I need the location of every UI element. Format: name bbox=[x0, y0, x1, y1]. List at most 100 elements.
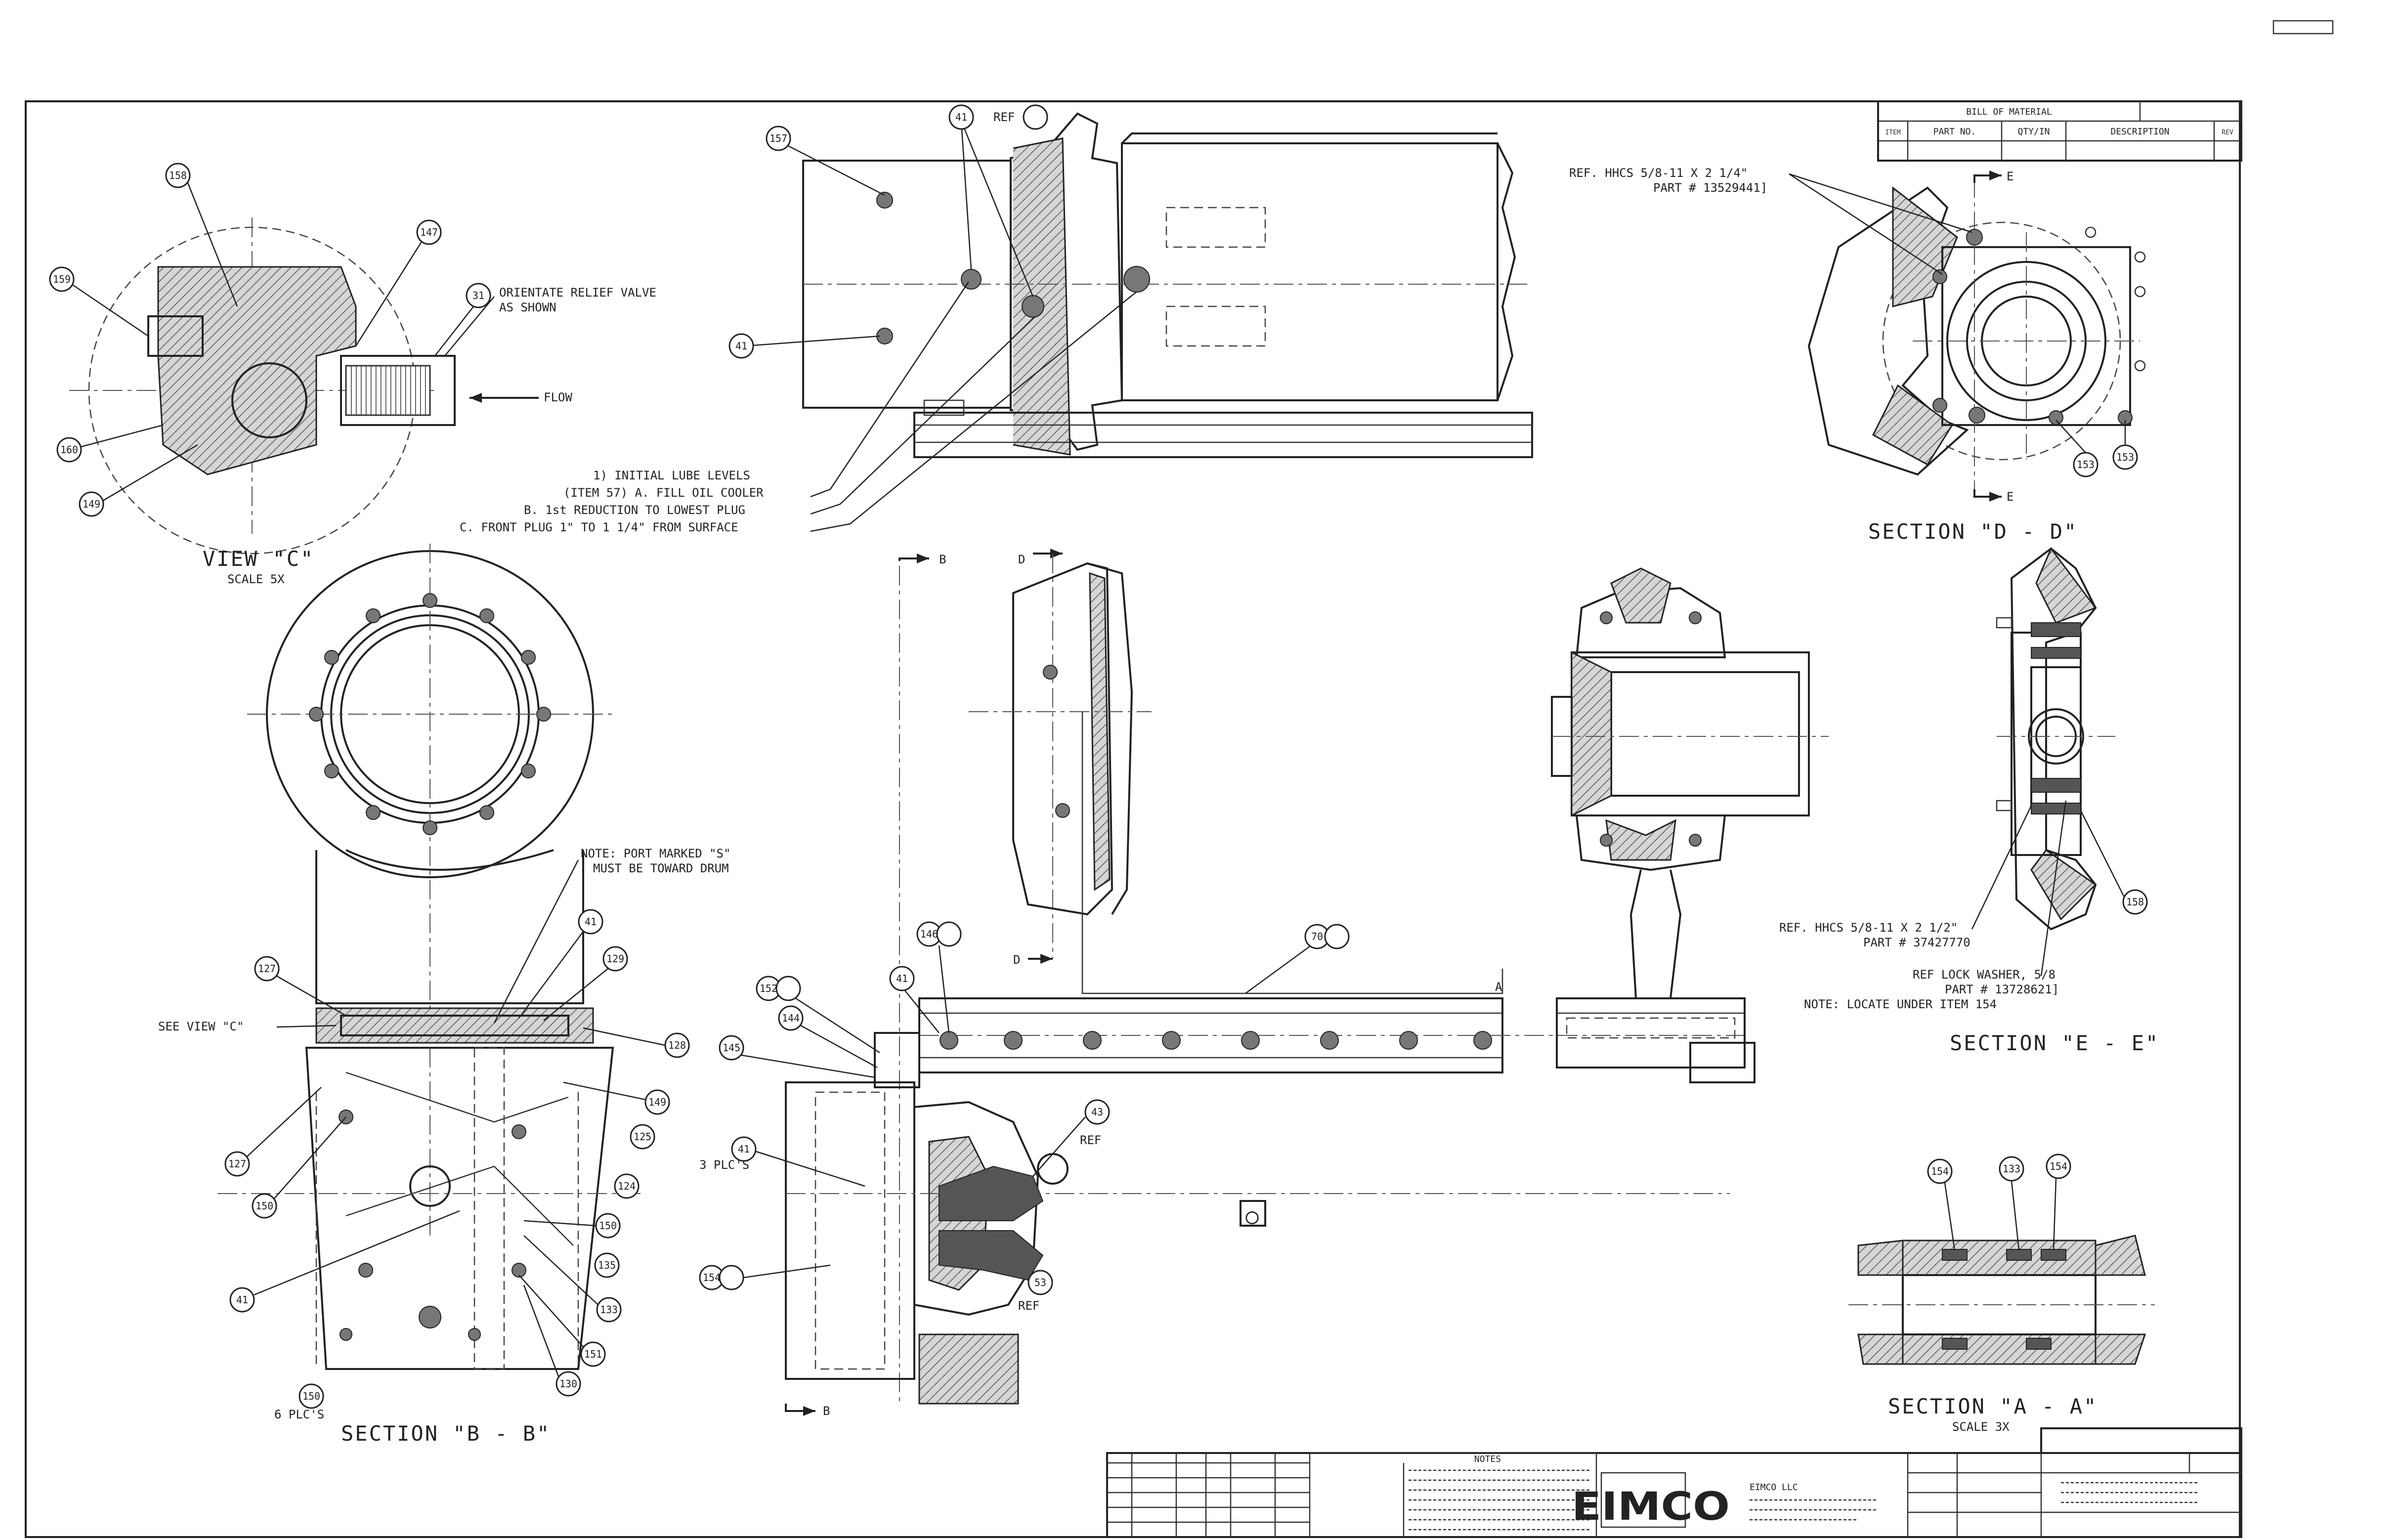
arm-bolts bbox=[940, 1031, 1492, 1050]
see-view-c: SEE VIEW "C" bbox=[158, 1020, 244, 1033]
drawing-border bbox=[25, 100, 2241, 1538]
svg-text:ITEM: ITEM bbox=[1885, 129, 1900, 136]
svg-text:D: D bbox=[1013, 953, 1020, 967]
svg-text:B: B bbox=[823, 1404, 830, 1418]
section-e-title: SECTION "E - E" bbox=[1950, 1031, 2159, 1055]
svg-text:41: 41 bbox=[955, 111, 967, 123]
bill-of-material: BILL OF MATERIAL ITEM PART NO. QTY/IN DE… bbox=[1877, 100, 2242, 162]
svg-text:150: 150 bbox=[256, 1200, 273, 1212]
svg-text:153: 153 bbox=[2077, 459, 2095, 471]
svg-text:146: 146 bbox=[920, 928, 938, 940]
section-a-a: 154 133 154 SECTION "A - A" SCALE 3X bbox=[1848, 1154, 2155, 1434]
lube-notes: 1) INITIAL LUBE LEVELS (ITEM 57) A. FILL… bbox=[460, 469, 764, 534]
svg-text:160: 160 bbox=[60, 444, 78, 456]
datum-symbol: ◯ bbox=[1245, 1204, 1260, 1228]
svg-text:53: 53 bbox=[1034, 1277, 1046, 1288]
svg-text:REF LOCK WASHER, 5/8: REF LOCK WASHER, 5/8 bbox=[1913, 968, 2055, 982]
svg-text:133: 133 bbox=[600, 1304, 618, 1316]
svg-text:158: 158 bbox=[2126, 896, 2144, 908]
title-block: NOTES EIMCO EIMCO LLC bbox=[1106, 1427, 2242, 1538]
svg-text:MUST BE TOWARD DRUM: MUST BE TOWARD DRUM bbox=[593, 861, 729, 875]
svg-text:127: 127 bbox=[258, 963, 276, 975]
svg-text:158: 158 bbox=[169, 170, 187, 181]
svg-text:153: 153 bbox=[2116, 451, 2134, 463]
section-b-b: NOTE: PORT MARKED "S" MUST BE TOWARD DRU… bbox=[158, 544, 730, 1446]
section-a-title: SECTION "A - A" bbox=[1888, 1394, 2098, 1418]
svg-text:REF: REF bbox=[1018, 1299, 1039, 1313]
svg-text:151: 151 bbox=[584, 1348, 602, 1360]
svg-text:A: A bbox=[1495, 980, 1502, 994]
svg-text:125: 125 bbox=[634, 1131, 651, 1143]
company-name: EIMCO LLC bbox=[1750, 1482, 1798, 1493]
svg-text:150: 150 bbox=[302, 1390, 320, 1402]
view-c-scale: SCALE 5X bbox=[227, 572, 285, 586]
svg-text:43: 43 bbox=[1091, 1106, 1103, 1118]
svg-text:152: 152 bbox=[760, 983, 777, 994]
svg-text:150: 150 bbox=[599, 1220, 617, 1232]
svg-text:NOTE: LOCATE UNDER ITEM 154: NOTE: LOCATE UNDER ITEM 154 bbox=[1804, 997, 1997, 1011]
svg-text:C. FRONT PLUG 1" TO 1 1/4" FRO: C. FRONT PLUG 1" TO 1 1/4" FROM SURFACE bbox=[460, 520, 738, 534]
notes-header: NOTES bbox=[1474, 1454, 1501, 1464]
stamp-box bbox=[2272, 20, 2334, 35]
svg-text:PART NO.: PART NO. bbox=[1933, 127, 1976, 137]
svg-text:41: 41 bbox=[585, 916, 597, 928]
section-d-d: E E REF. HHCS 5/8-11 X 2 1/4" PART # 135… bbox=[1569, 166, 2146, 544]
svg-text:REV: REV bbox=[2222, 129, 2233, 136]
svg-text:31: 31 bbox=[472, 290, 484, 301]
svg-text:41: 41 bbox=[738, 1143, 750, 1155]
view-c-title: VIEW "C" bbox=[203, 547, 314, 571]
svg-text:B: B bbox=[939, 553, 946, 566]
ref-label-top: REF bbox=[993, 110, 1015, 124]
svg-text:1) INITIAL LUBE LEVELS: 1) INITIAL LUBE LEVELS bbox=[593, 469, 750, 482]
svg-text:149: 149 bbox=[83, 498, 100, 510]
section-b-title: SECTION "B - B" bbox=[341, 1421, 551, 1446]
svg-text:130: 130 bbox=[559, 1378, 577, 1390]
section-a-scale: SCALE 3X bbox=[1952, 1420, 2010, 1434]
svg-text:41: 41 bbox=[735, 340, 747, 352]
svg-text:157: 157 bbox=[770, 132, 787, 144]
svg-text:E: E bbox=[2007, 170, 2013, 183]
svg-text:REF. HHCS 5/8-11 X 2 1/2": REF. HHCS 5/8-11 X 2 1/2" bbox=[1779, 921, 1958, 935]
svg-text:154: 154 bbox=[1931, 1165, 1949, 1177]
svg-text:135: 135 bbox=[598, 1259, 616, 1271]
svg-text:B. 1st REDUCTION TO LOWEST PLU: B. 1st REDUCTION TO LOWEST PLUG bbox=[524, 503, 745, 517]
svg-text:41: 41 bbox=[896, 973, 908, 984]
balloon-group-view-c: 158 147 159 31 160 149 bbox=[49, 163, 491, 517]
view-c: FLOW ORIENTATE RELIEF VALVE AS SHOWN 158… bbox=[49, 163, 656, 586]
bom-title: BILL OF MATERIAL bbox=[1966, 107, 2052, 117]
svg-text:REF. HHCS 5/8-11 X 2 1/4": REF. HHCS 5/8-11 X 2 1/4" bbox=[1569, 166, 1748, 180]
svg-text:DESCRIPTION: DESCRIPTION bbox=[2110, 127, 2169, 137]
main-assembly: B B D D A bbox=[699, 549, 1829, 1418]
svg-text:159: 159 bbox=[53, 273, 71, 285]
svg-text:PART # 13529441]: PART # 13529441] bbox=[1653, 181, 1767, 195]
svg-text:145: 145 bbox=[723, 1042, 740, 1054]
svg-text:REF: REF bbox=[1080, 1133, 1101, 1147]
top-center-view: 157 41 REF 41 1) INITIAL LUBE LEVELS (IT… bbox=[460, 104, 1533, 534]
svg-text:70: 70 bbox=[1311, 931, 1323, 942]
svg-text:128: 128 bbox=[668, 1039, 686, 1051]
svg-text:41: 41 bbox=[236, 1294, 248, 1306]
bolt-circle bbox=[309, 593, 551, 835]
svg-text:154: 154 bbox=[703, 1272, 721, 1283]
svg-text:PART # 13728621]: PART # 13728621] bbox=[1945, 983, 2059, 996]
svg-text:144: 144 bbox=[782, 1012, 800, 1024]
svg-text:D: D bbox=[1018, 553, 1025, 566]
svg-text:E: E bbox=[2007, 490, 2013, 504]
eimco-logo: EIMCO bbox=[1572, 1485, 1730, 1529]
svg-text:124: 124 bbox=[618, 1180, 636, 1192]
svg-text:NOTE: PORT MARKED "S": NOTE: PORT MARKED "S" bbox=[581, 847, 730, 860]
svg-text:149: 149 bbox=[648, 1096, 666, 1108]
svg-text:127: 127 bbox=[228, 1158, 246, 1170]
svg-text:PART # 37427770: PART # 37427770 bbox=[1863, 936, 1970, 949]
svg-text:129: 129 bbox=[606, 953, 624, 965]
svg-text:133: 133 bbox=[2003, 1163, 2020, 1175]
svg-text:154: 154 bbox=[2050, 1160, 2067, 1172]
svg-text:6 PLC'S: 6 PLC'S bbox=[274, 1408, 324, 1421]
section-d-title: SECTION "D - D" bbox=[1868, 519, 2078, 544]
svg-text:147: 147 bbox=[420, 226, 438, 238]
section-e-e: REF. HHCS 5/8-11 X 2 1/2" PART # 3742777… bbox=[1779, 547, 2159, 1055]
balloon-group-main: 41 146 152 144 145 41 154 43 53 70 bbox=[699, 921, 1350, 1295]
flow-label: FLOW bbox=[544, 390, 572, 404]
svg-text:QTY/IN: QTY/IN bbox=[2017, 127, 2050, 137]
